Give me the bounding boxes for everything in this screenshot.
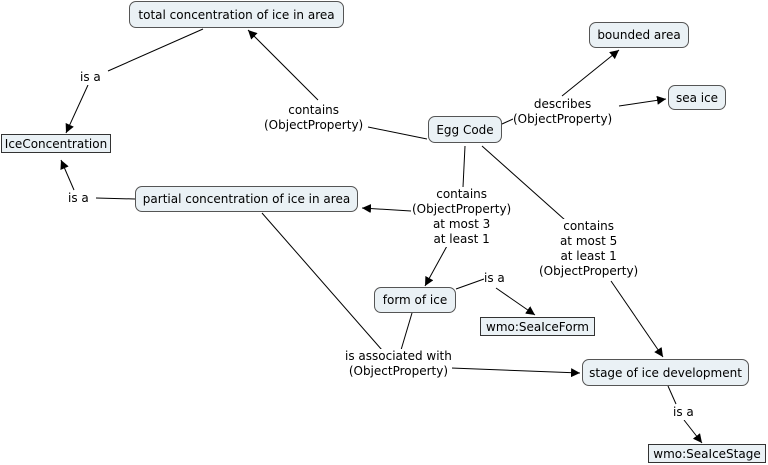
edge-isa-to-iceconcentration: [65, 84, 89, 134]
link-text: at most 5: [559, 234, 618, 248]
edge-egg-to-contains-2: [462, 145, 466, 188]
link-describes: describes (ObjectProperty): [513, 97, 613, 127]
concept-ice-concentration[interactable]: IceConcentration: [1, 134, 111, 153]
link-text: contains: [563, 219, 615, 233]
edge-stage-to-isa: [667, 385, 677, 405]
concept-egg-code[interactable]: Egg Code: [428, 116, 502, 143]
link-text: is a: [484, 271, 505, 285]
link-contains-partial: contains (ObjectProperty) at most 3 at l…: [412, 187, 512, 247]
edge-egg-to-contains: [367, 126, 428, 140]
link-contains-stage: contains at most 5 at least 1 (ObjectPro…: [539, 219, 639, 279]
link-is-a-partial: is a: [68, 191, 89, 206]
link-text: at least 1: [433, 232, 490, 246]
concept-bounded-area[interactable]: bounded area: [589, 22, 689, 48]
edge-isa-to-seaiceform: [495, 287, 536, 316]
link-text: is associated with: [345, 349, 452, 363]
edge-describes-to-bounded: [561, 49, 620, 97]
edge-isa-to-seaicestage: [683, 419, 703, 444]
link-text: describes: [533, 97, 592, 111]
link-text: (ObjectProperty): [513, 112, 613, 126]
edge-form-to-isa: [455, 278, 485, 290]
link-is-a-form: is a: [484, 271, 505, 286]
concept-sea-ice[interactable]: sea ice: [668, 85, 726, 110]
link-text: is a: [68, 191, 89, 205]
link-contains-total: contains (ObjectProperty): [264, 103, 364, 133]
link-text: is a: [80, 70, 101, 84]
edge-egg-to-contains-3: [481, 145, 566, 221]
edge-total-to-isa: [107, 28, 204, 72]
link-text: (ObjectProperty): [348, 364, 449, 378]
link-is-associated-with: is associated with (ObjectProperty): [345, 349, 452, 379]
edge-partial-to-assoc: [261, 212, 383, 351]
concept-stage-of-ice-development[interactable]: stage of ice development: [582, 359, 749, 386]
concept-total-concentration[interactable]: total concentration of ice in area: [129, 1, 344, 28]
concept-wmo-sea-ice-form[interactable]: wmo:SeaIceForm: [480, 317, 595, 336]
edge-isa-to-iceconcentration-2: [60, 159, 75, 191]
edge-contains-to-form: [424, 245, 448, 287]
link-text: is a: [673, 405, 694, 419]
link-is-a-stage: is a: [673, 405, 694, 420]
link-text: contains: [288, 103, 340, 117]
concept-partial-concentration[interactable]: partial concentration of ice in area: [135, 186, 358, 212]
link-is-a-total: is a: [80, 70, 101, 85]
concept-wmo-sea-ice-stage[interactable]: wmo:SeaIceStage: [648, 444, 766, 463]
link-text: contains: [436, 187, 488, 201]
link-text: (ObjectProperty): [539, 264, 639, 278]
link-text: at least 1: [560, 249, 617, 263]
edge-describes-to-seaice: [618, 95, 667, 107]
edge-partial-to-isa: [95, 197, 136, 200]
edge-contains-to-stage: [610, 280, 664, 358]
edge-contains-to-total: [247, 29, 319, 101]
edge-assoc-to-stage: [450, 367, 581, 378]
edge-form-to-assoc: [400, 312, 413, 351]
link-text: at most 3: [432, 217, 491, 231]
edge-egg-to-describes: [501, 118, 514, 125]
link-text: (ObjectProperty): [412, 202, 512, 216]
concept-form-of-ice[interactable]: form of ice: [374, 287, 456, 313]
edge-contains-to-partial: [361, 204, 412, 214]
link-text: (ObjectProperty): [264, 118, 364, 132]
